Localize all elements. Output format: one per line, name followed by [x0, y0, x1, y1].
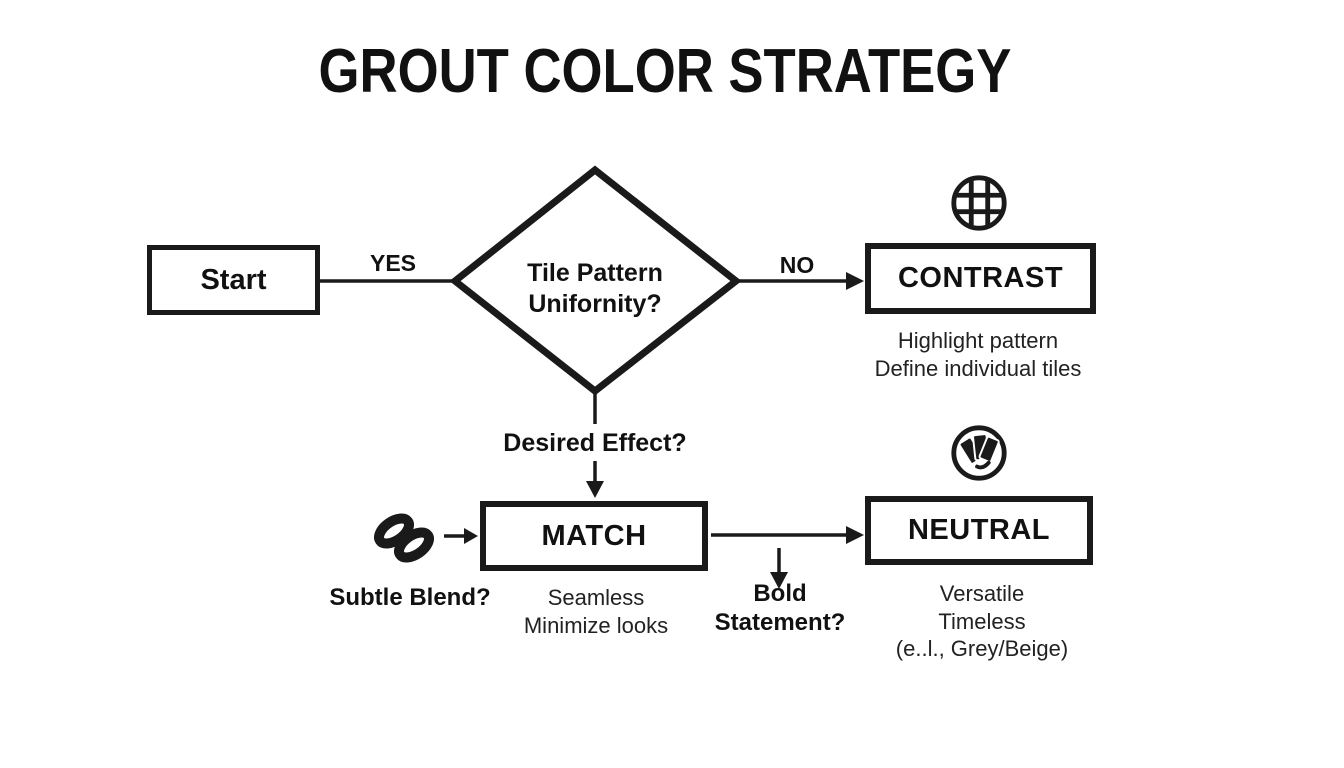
- match-description: Seamless Minimize looks: [446, 584, 746, 639]
- edge-match-to-bold-statement: [770, 548, 788, 589]
- arrowhead-right-icon: [464, 528, 478, 544]
- neutral-description: Versatile Timeless (e..l., Grey/Beige): [832, 580, 1132, 663]
- page-title: GROUT COLOR STRATEGY: [318, 37, 1012, 106]
- edge-label-bold-statement: Bold Statement?: [690, 580, 870, 638]
- match-desc-line2: Minimize looks: [523, 612, 669, 638]
- edge-decision-to-match: [586, 391, 604, 498]
- match-desc-line1: Seamless: [547, 585, 645, 610]
- tile-grid-icon: [948, 172, 1010, 234]
- swatch-fan-icon: [948, 422, 1010, 484]
- arrowhead-down-icon: [586, 481, 604, 498]
- bold-statement-line2: Statement?: [714, 608, 846, 636]
- interlock-blend-icon-svg: [374, 513, 434, 563]
- edge-label-yes: YES: [369, 250, 417, 276]
- contrast-description: Highlight pattern Define individual tile…: [828, 327, 1128, 382]
- interlock-blend-icon: [366, 506, 442, 570]
- tile-grid-icon-svg: [951, 175, 1007, 231]
- edge-label-desired-effect: Desired Effect?: [503, 429, 687, 457]
- node-decision-label: Tile Pattern Unifornity?: [475, 258, 715, 321]
- edge-match-to-neutral: [711, 526, 864, 544]
- contrast-desc-line2: Define individual tiles: [874, 355, 1082, 381]
- arrowhead-right-icon: [846, 272, 864, 290]
- node-neutral-label: NEUTRAL: [907, 514, 1051, 546]
- node-neutral: NEUTRAL: [865, 496, 1093, 565]
- edge-decision-to-contrast: [739, 272, 864, 290]
- edge-label-no: NO: [779, 252, 815, 278]
- arrowhead-down-icon: [770, 572, 788, 589]
- node-contrast: CONTRAST: [865, 243, 1096, 314]
- decision-line1: Tile Pattern: [527, 259, 663, 287]
- node-start: Start: [147, 245, 320, 315]
- bold-statement-line1: Bold: [753, 580, 807, 607]
- edge-blend-to-match: [444, 528, 478, 544]
- node-match-label: MATCH: [541, 519, 647, 552]
- neutral-desc-line1: Versatile: [939, 581, 1025, 606]
- swatch-fan-icon-svg: [951, 425, 1007, 481]
- node-match: MATCH: [480, 501, 708, 571]
- contrast-desc-line1: Highlight pattern: [897, 328, 1059, 353]
- arrowhead-right-icon: [846, 526, 864, 544]
- edge-label-subtle-blend: Subtle Blend?: [329, 584, 491, 611]
- node-start-label: Start: [200, 263, 267, 296]
- decision-line2: Unifornity?: [528, 290, 662, 319]
- neutral-desc-line2: Timeless: [938, 608, 1026, 634]
- node-contrast-label: CONTRAST: [897, 262, 1064, 294]
- neutral-desc-line3: (e..l., Grey/Beige): [895, 636, 1069, 661]
